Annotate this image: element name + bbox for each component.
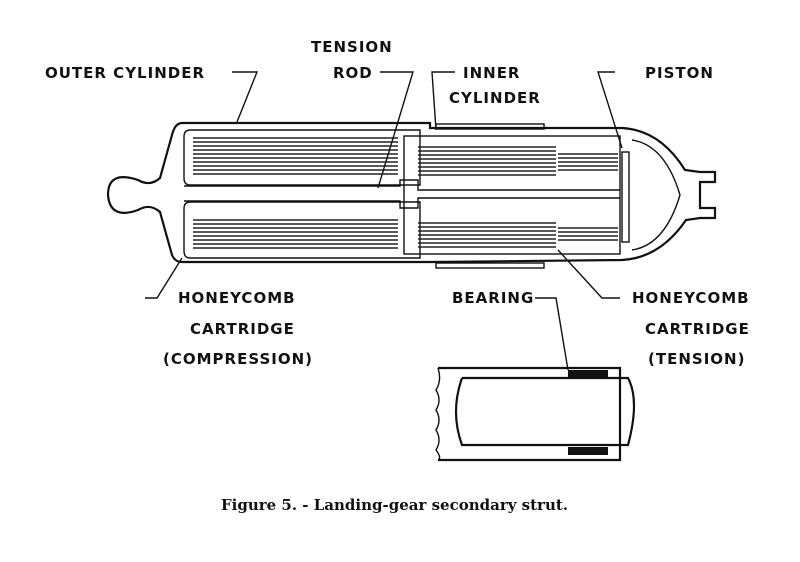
label-piston: PISTON bbox=[645, 64, 714, 82]
label-inner-cylinder-2: CYLINDER bbox=[449, 89, 541, 107]
label-honeycomb-tension-3: (TENSION) bbox=[648, 350, 745, 368]
label-honeycomb-tension-2: CARTRIDGE bbox=[645, 320, 750, 338]
honeycomb-cartridge-tension bbox=[418, 146, 618, 248]
outer-cylinder bbox=[106, 121, 717, 264]
label-honeycomb-compression-2: CARTRIDGE bbox=[190, 320, 295, 338]
label-honeycomb-compression-3: (COMPRESSION) bbox=[163, 350, 313, 368]
honeycomb-cartridge-compression bbox=[193, 137, 398, 249]
label-inner-cylinder-1: INNER bbox=[463, 64, 521, 82]
label-honeycomb-tension-1: HONEYCOMB bbox=[632, 289, 750, 307]
label-tension-rod-2: ROD bbox=[333, 64, 373, 82]
label-outer-cylinder: OUTER CYLINDER bbox=[45, 64, 205, 82]
label-tension-rod-1: TENSION bbox=[311, 38, 393, 56]
piston bbox=[621, 151, 630, 243]
label-honeycomb-compression-1: HONEYCOMB bbox=[178, 289, 296, 307]
bearing-detail bbox=[435, 366, 636, 462]
figure-caption: Figure 5. - Landing-gear secondary strut… bbox=[221, 496, 568, 514]
tension-rod bbox=[184, 179, 620, 209]
leader-lines bbox=[145, 71, 623, 371]
label-bearing: BEARING bbox=[452, 289, 534, 307]
